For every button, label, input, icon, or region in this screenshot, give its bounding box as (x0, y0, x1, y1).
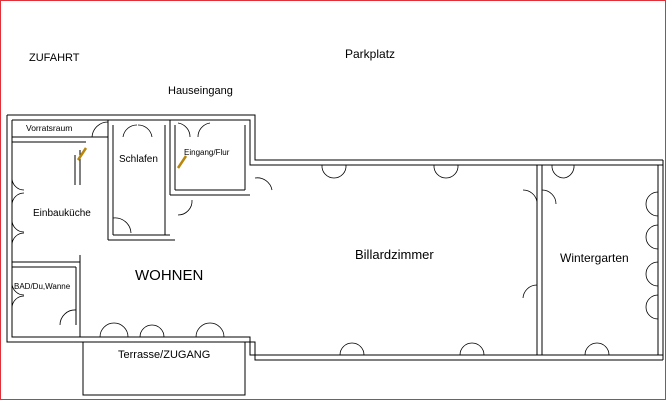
door-swings (11, 119, 659, 356)
label-wohnen: WOHNEN (135, 267, 203, 284)
label-terrasse: Terrasse/ZUGANG (118, 349, 210, 361)
label-bad: BAD/Du,Wanne (14, 282, 71, 291)
label-wintergarten: Wintergarten (560, 251, 629, 265)
label-hauseingang: Hauseingang (168, 85, 233, 97)
label-eingang: Eingang/Flur (184, 148, 230, 157)
labels: ZUFAHRT Parkplatz Hauseingang Vorratsrau… (14, 47, 629, 361)
stair-icons (76, 147, 188, 169)
inner-walls (12, 120, 543, 355)
label-einbaukueche: Einbauküche (33, 208, 91, 219)
label-schlafen: Schlafen (119, 154, 158, 165)
terrace-outline (82, 341, 246, 396)
label-billard: Billardzimmer (355, 247, 434, 262)
outer-walls (6, 114, 664, 361)
label-vorratsraum: Vorratsraum (26, 123, 72, 133)
label-parkplatz: Parkplatz (345, 47, 395, 61)
label-zufahrt: ZUFAHRT (29, 52, 80, 64)
